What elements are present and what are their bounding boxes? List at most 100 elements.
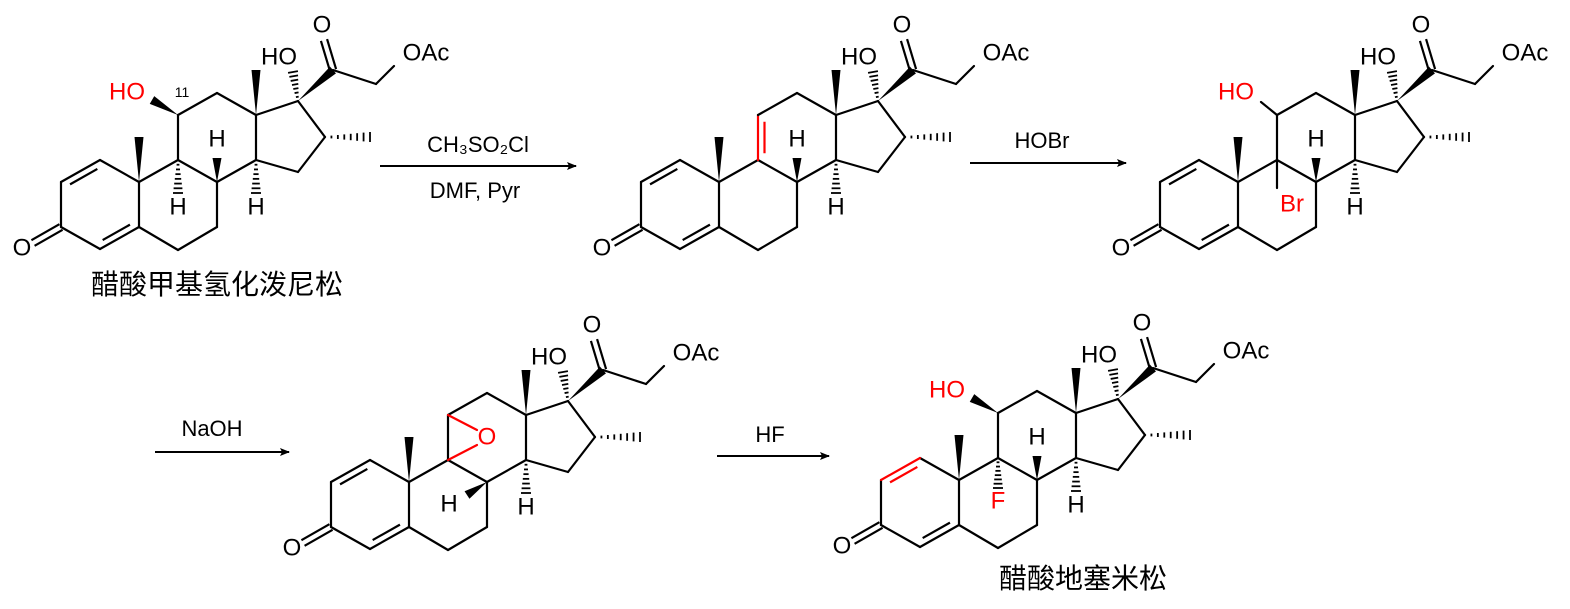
bond [834, 99, 880, 117]
wedge-bond-11-oh [969, 394, 998, 413]
bond [1116, 433, 1147, 472]
methyl-c18-wedge [1350, 70, 1360, 115]
bond [1353, 99, 1399, 117]
epoxide-bond [446, 413, 479, 432]
hash-mark [873, 87, 879, 90]
bond [876, 99, 907, 139]
hash-mark [291, 82, 299, 86]
double-bond-line [1201, 223, 1230, 241]
atom-label-14-h: H [247, 194, 264, 221]
atom-label-17-oh: HO [261, 44, 297, 71]
bond [1395, 135, 1426, 174]
bond [485, 458, 528, 484]
atom-label-17-oh: HO [841, 44, 877, 71]
double-bond-line [889, 466, 918, 484]
hash-mark [560, 378, 569, 382]
bond [137, 158, 180, 184]
bond [1035, 456, 1078, 482]
methyl-c19-wedge [954, 435, 964, 480]
bond [1314, 91, 1357, 117]
methyl-c19-wedge [134, 137, 144, 182]
bond [678, 225, 721, 251]
bond [176, 91, 219, 117]
hash-mark [1386, 70, 1398, 74]
carbonyl-bond-c20 [1425, 38, 1437, 70]
atom-label-oac: OAc [1223, 338, 1270, 365]
hash-mark [1393, 91, 1398, 94]
bond [446, 391, 489, 417]
hash-mark [1390, 82, 1398, 86]
bond [756, 225, 799, 252]
hash-bond-14-h [831, 163, 841, 194]
wedge-bond-c17-c20 [878, 66, 916, 101]
wedge-bond-c17-c20 [568, 366, 606, 401]
bond [1035, 389, 1078, 415]
bond [374, 64, 396, 86]
bond [1158, 225, 1201, 251]
carbonyl-bond-c3 [304, 528, 334, 547]
hash-mark [1392, 87, 1398, 90]
bond [59, 158, 102, 184]
atom-label-9-f: F [991, 488, 1006, 515]
hash-mark [289, 74, 299, 78]
atom-label-14-h: H [1346, 194, 1363, 221]
bond [756, 91, 799, 117]
bond [795, 158, 838, 184]
bond [407, 525, 450, 552]
atom-label-11-oh: HO [929, 377, 965, 404]
hash-bond-17-oh [557, 370, 569, 398]
atom-label-14-h: H [517, 494, 534, 521]
atom-label-17-oh: HO [1360, 44, 1396, 71]
double-bond-line [922, 521, 951, 539]
bond [329, 525, 372, 551]
bond [957, 456, 1000, 482]
double-bond-line [682, 223, 711, 241]
bond [1353, 158, 1399, 174]
bond [368, 458, 411, 484]
bond [215, 91, 258, 117]
bond [601, 368, 648, 386]
atom-label-9-h: H [169, 194, 186, 221]
reagent-above: CH₃SO₂Cl [427, 132, 529, 157]
hash-mark [1111, 380, 1119, 384]
bond [1074, 397, 1120, 415]
compound-name-product: 醋酸地塞米松 [999, 562, 1167, 595]
atom-label-17-oh: HO [1081, 342, 1117, 369]
carbonyl-bond-c3 [34, 228, 64, 247]
hash-bond-17-oh [1107, 368, 1119, 396]
atom-label-oac: OAc [673, 340, 720, 367]
bond [1395, 99, 1426, 139]
methyl-c18-wedge [831, 70, 841, 115]
bond [329, 458, 372, 484]
bond [879, 523, 922, 549]
bond [1275, 91, 1318, 117]
hash-mark [559, 374, 569, 378]
atom-label-o20: O [1133, 310, 1152, 337]
bond [98, 225, 141, 251]
bond [296, 99, 327, 139]
hash-mark [561, 382, 569, 386]
wedge-bond-8-h [1311, 158, 1321, 182]
bond [215, 158, 258, 184]
double-bond-line [339, 468, 368, 486]
methyl-c19-wedge [1233, 137, 1243, 182]
atom-label-o3: O [1112, 235, 1131, 262]
atom-label-17-oh: HO [531, 344, 567, 371]
atom-label-8-h: H [440, 491, 457, 518]
carbonyl-bond-c3 [614, 228, 644, 247]
methyl-c19-wedge [714, 137, 724, 182]
hash-mark [1114, 389, 1119, 392]
bond [176, 225, 219, 252]
bond [368, 525, 411, 551]
bond [1473, 64, 1495, 86]
bond [1275, 158, 1318, 184]
methyl-16-hash [1150, 430, 1191, 440]
wedge-bond-8-h [792, 158, 802, 182]
hash-bond-14-h [251, 163, 261, 194]
reagent-above: NaOH [181, 416, 242, 441]
